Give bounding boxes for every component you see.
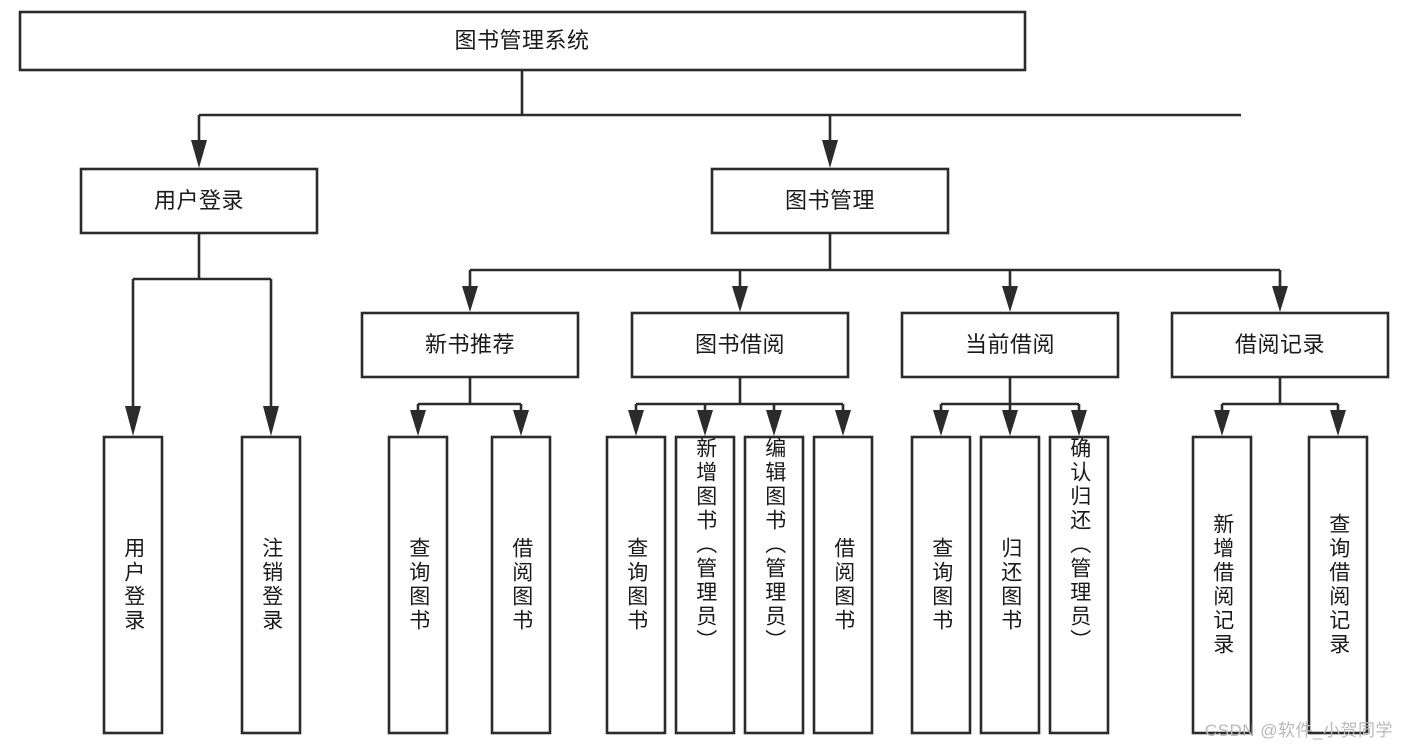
leaf-box-add-book[interactable] bbox=[674, 435, 736, 735]
leaf-box-edit-book[interactable] bbox=[743, 435, 805, 735]
node-book-management[interactable]: 图书管理 bbox=[710, 167, 950, 235]
node-book-borrow[interactable]: 图书借阅 bbox=[630, 311, 850, 379]
node-borrow-record-label: 借阅记录 bbox=[1235, 332, 1325, 357]
connector-bookborrow-to-leaves bbox=[628, 377, 851, 436]
node-new-book-recommend-label: 新书推荐 bbox=[425, 332, 515, 357]
node-user-login-label: 用户登录 bbox=[154, 188, 244, 213]
leaf-box-query-book-2[interactable] bbox=[605, 435, 667, 735]
leaf-box-borrow-book-1[interactable] bbox=[490, 435, 552, 735]
connector-currentborrow-to-leaves bbox=[933, 377, 1087, 436]
leaf-box-user-login[interactable] bbox=[102, 435, 164, 735]
leaf-box-query-record[interactable] bbox=[1307, 435, 1369, 735]
leaf-box-add-record[interactable] bbox=[1191, 435, 1253, 735]
node-current-borrow[interactable]: 当前借阅 bbox=[900, 311, 1120, 379]
leaf-box-query-book-1[interactable] bbox=[387, 435, 449, 735]
leaf-box-borrow-book-2[interactable] bbox=[812, 435, 874, 735]
node-new-book-recommend[interactable]: 新书推荐 bbox=[360, 311, 580, 379]
node-root[interactable]: 图书管理系统 bbox=[18, 10, 1027, 72]
leaf-box-return-book[interactable] bbox=[979, 435, 1041, 735]
node-book-management-label: 图书管理 bbox=[785, 188, 875, 213]
node-book-borrow-label: 图书借阅 bbox=[695, 332, 785, 357]
connector-bookmgmt-to-level3 bbox=[462, 233, 1288, 312]
node-current-borrow-label: 当前借阅 bbox=[965, 332, 1055, 357]
leaf-box-logout[interactable] bbox=[240, 435, 302, 735]
node-borrow-record[interactable]: 借阅记录 bbox=[1170, 311, 1390, 379]
connector-root-to-level2 bbox=[191, 70, 1241, 168]
connector-borrowrecord-to-leaves bbox=[1214, 377, 1346, 436]
node-user-login[interactable]: 用户登录 bbox=[79, 167, 319, 235]
leaf-box-confirm-return[interactable] bbox=[1048, 435, 1110, 735]
leaf-boxes bbox=[102, 435, 1369, 735]
connector-newbook-to-leaves bbox=[410, 377, 529, 436]
connector-userlogin-to-leaves bbox=[125, 233, 279, 436]
csdn-watermark: CSDN @软件_小贺同学 bbox=[1204, 721, 1393, 740]
node-root-label: 图书管理系统 bbox=[454, 28, 589, 53]
leaf-box-query-book-3[interactable] bbox=[910, 435, 972, 735]
